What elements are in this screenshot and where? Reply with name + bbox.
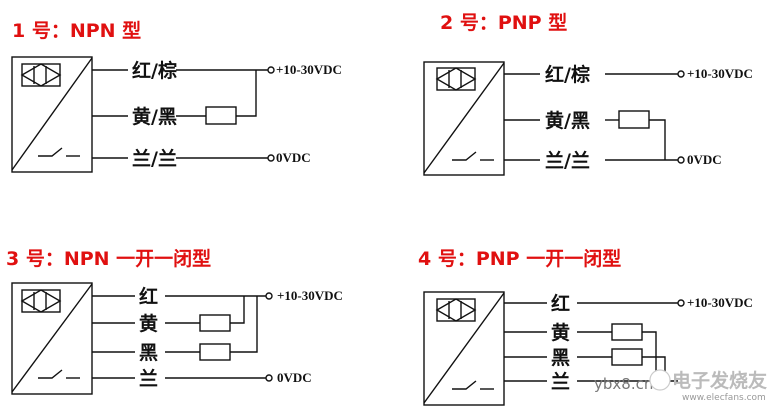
load-3a [199, 314, 231, 332]
wire-label-1-out: 黄/黑 [132, 105, 177, 128]
wire-label-1-pos: 红/棕 [132, 59, 177, 82]
terminal-2-0v: 0VDC [687, 152, 722, 167]
diagram-2-pnp: 2 号：PNP 型 红/棕 黄/黑 兰/兰 +10-30VDC 0V [423, 11, 753, 176]
diagram-1-npn: 1 号：NPN 型 红/棕 黄/黑 兰/兰 +10-30VDC 0V [11, 19, 342, 173]
sensor-body-2 [423, 61, 505, 176]
watermark-site: ybx8.cn [594, 375, 653, 393]
diagram-1-title: 1 号：NPN 型 [12, 19, 141, 42]
load-3b [199, 343, 231, 361]
wire-label-2-neg: 兰/兰 [545, 149, 590, 172]
wire-label-4-neg: 兰 [551, 370, 570, 393]
wire-label-4-pos: 红 [551, 292, 570, 315]
watermark-brand: 电子发烧友 [672, 369, 767, 392]
diagram-3-npn-no-nc: 3 号：NPN 一开一闭型 红 黄 [6, 247, 343, 395]
terminal-2-vplus: +10-30VDC [687, 66, 753, 81]
watermark: ybx8.cn 电子发烧友 www.elecfans.com [594, 369, 767, 403]
wiring-2 [504, 70, 685, 164]
wire-label-2-pos: 红/棕 [545, 63, 590, 86]
sensor-body-4 [423, 291, 505, 406]
watermark-logo-icon [649, 369, 671, 391]
sensor-body-3 [11, 282, 93, 395]
wire-label-4-out1: 黄 [551, 321, 570, 344]
terminal-3-vplus: +10-30VDC [277, 288, 343, 303]
terminal-1-0v: 0VDC [276, 150, 311, 165]
wire-label-4-out2: 黑 [551, 347, 570, 369]
wiring-3 [92, 292, 273, 382]
wiring-1 [92, 66, 275, 162]
load-4a [611, 323, 643, 341]
load-2 [618, 110, 650, 129]
wire-label-3-out2: 黑 [139, 342, 158, 364]
sensor-body-1 [11, 56, 93, 173]
wire-label-3-neg: 兰 [139, 367, 158, 390]
diagram-2-title: 2 号：PNP 型 [440, 11, 567, 34]
wire-label-1-neg: 兰/兰 [132, 147, 177, 170]
watermark-url: www.elecfans.com [682, 393, 766, 403]
diagram-3-title: 3 号：NPN 一开一闭型 [6, 247, 211, 270]
diagram-4-title: 4 号：PNP 一开一闭型 [418, 247, 621, 270]
diagram-4-pnp-no-nc: 4 号：PNP 一开一闭型 红 黄 黑 [418, 247, 753, 406]
load-4b [611, 348, 643, 366]
wiring-4 [504, 299, 685, 382]
terminal-3-0v: 0VDC [277, 370, 312, 385]
wire-label-3-out1: 黄 [139, 312, 158, 335]
terminal-4-vplus: +10-30VDC [687, 295, 753, 310]
load-1 [205, 106, 237, 125]
terminal-1-vplus: +10-30VDC [276, 62, 342, 77]
wire-label-2-out: 黄/黑 [545, 109, 590, 132]
wire-label-3-pos: 红 [139, 285, 158, 308]
